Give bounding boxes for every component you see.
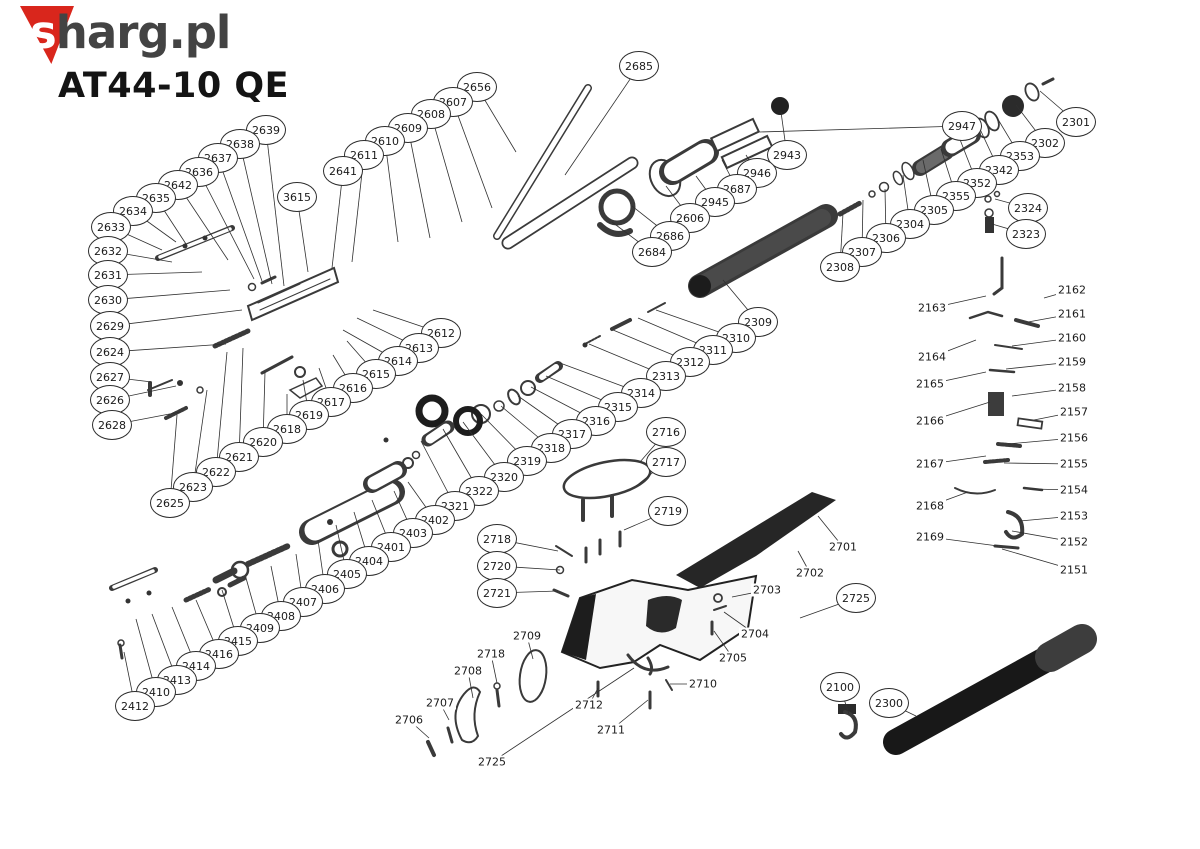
part-callout: 2725 [836,583,876,613]
part-callout: 2625 [150,488,190,518]
part-callout: 2308 [820,252,860,282]
part-callout: 2621 [219,442,259,472]
part-label: 2163 [916,301,948,315]
leader-line [430,113,463,223]
leader-line [238,347,244,458]
leader-line [331,170,344,269]
part-callout: 2716 [646,417,686,447]
part-label: 2708 [452,664,484,678]
leader-line [239,143,273,285]
part-callout: 2412 [115,691,155,721]
part-label: 2168 [914,499,946,513]
part-callout: 2623 [173,472,213,502]
part-label: 2157 [1058,405,1090,419]
part-callout: 2626 [90,385,130,415]
part-label: 2712 [573,698,605,712]
part-label: 2158 [1056,381,1088,395]
part-label: 2167 [914,457,946,471]
part-label: 2166 [914,414,946,428]
part-callout: 2639 [246,115,286,145]
leader-line [564,65,640,176]
part-label: 2701 [827,540,859,554]
leader-line [198,171,255,280]
part-label: 2161 [1056,307,1088,321]
part-label: 2703 [751,583,783,597]
leader-line [407,127,431,239]
part-callout: 2721 [477,578,517,608]
leader-line [192,389,208,488]
leader-line [384,140,399,243]
leader-line [215,351,228,473]
part-label: 2711 [595,723,627,737]
part-callout: 2611 [344,140,384,170]
part-callout: 2301 [1056,107,1096,137]
part-callout: 2100 [820,672,860,702]
part-label: 2154 [1058,483,1090,497]
part-label: 2169 [914,530,946,544]
brand-logo-rest: harg.pl [55,6,232,59]
leader-line [217,157,263,282]
part-label: 2155 [1058,457,1090,471]
part-callout: 2685 [619,51,659,81]
part-callout: 2628 [92,410,132,440]
part-callout: 2324 [1008,193,1048,223]
part-callout: 2312 [670,347,710,377]
part-label: 2162 [1056,283,1088,297]
leader-line [109,309,243,327]
leader-line [491,667,635,763]
part-label: 2709 [511,629,543,643]
part-callout: 2719 [648,496,688,526]
part-callout: 2627 [90,362,130,392]
part-label: 2702 [794,566,826,580]
part-label: 2725 [476,755,508,769]
part-label: 2707 [424,696,456,710]
part-label: 2152 [1058,535,1090,549]
leader-line [107,289,231,301]
part-callout: 2946 [737,158,777,188]
leader-line [265,129,285,287]
brand-logo-text: sharg.pl [30,4,232,62]
rifle-artwork [109,77,1097,757]
part-callout: 2300 [869,688,909,718]
part-callout: 2641 [323,156,363,186]
part-callout: 2631 [88,260,128,290]
part-callout: 2718 [477,524,517,554]
part-callout: 2717 [646,447,686,477]
part-label: 2153 [1058,509,1090,523]
leader-line [452,101,493,209]
part-label: 2160 [1056,331,1088,345]
part-callout: 2945 [695,187,735,217]
part-callout: 2306 [866,223,906,253]
page-title: AT44-10 QE [58,66,290,106]
leader-line [759,125,963,133]
part-label: 2151 [1058,563,1090,577]
part-callout: 2612 [421,318,461,348]
part-callout: 2630 [88,285,128,315]
part-callout: 2684 [632,237,672,267]
part-label: 2156 [1058,431,1090,445]
part-label: 2706 [393,713,425,727]
part-callout: 2352 [957,168,997,198]
part-label: 2704 [739,627,771,641]
part-callout: 2323 [1006,219,1046,249]
part-label: 2710 [687,677,719,691]
part-callout: 2311 [693,335,733,365]
part-callout: 2947 [942,111,982,141]
part-callout: 2309 [738,307,778,337]
brand-logo: sharg.pl [20,4,280,66]
part-callout: 2629 [90,311,130,341]
part-label: 2159 [1056,355,1088,369]
part-label: 2705 [717,651,749,665]
part-label: 2165 [914,377,946,391]
part-callout: 3615 [277,182,317,212]
part-callout: 2322 [459,476,499,506]
part-callout: 2720 [477,551,517,581]
part-label: 2164 [916,350,948,364]
brand-logo-s: s [30,6,57,59]
part-label: 2718 [475,647,507,661]
